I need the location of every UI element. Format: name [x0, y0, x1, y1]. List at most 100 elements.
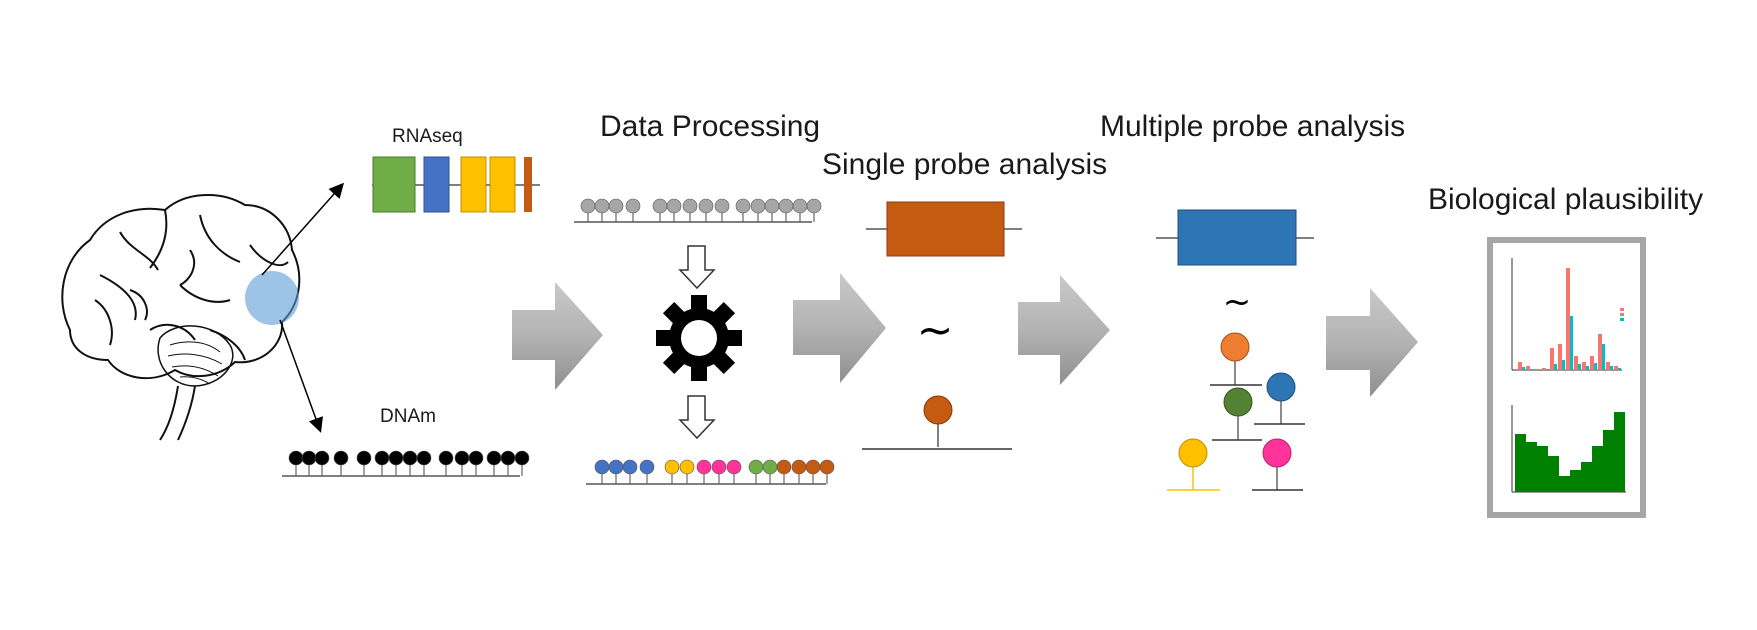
- tilde-icon: ~: [917, 305, 954, 356]
- colored-probe-track: [586, 459, 835, 485]
- mini-hist-bar: [1537, 446, 1548, 492]
- probe-head: [514, 450, 530, 466]
- probe-head: [762, 459, 778, 475]
- probe-head: [764, 198, 780, 214]
- mini-bar: [1558, 344, 1562, 370]
- arrow-right-icon: [1018, 275, 1110, 385]
- probe-head: [666, 198, 682, 214]
- mini-bar: [1590, 356, 1594, 370]
- probe-head: [402, 450, 418, 466]
- probe-head: [664, 459, 680, 475]
- mini-bar: [1598, 334, 1602, 370]
- mini-hist-bar: [1570, 470, 1581, 492]
- probe-head: [416, 450, 432, 466]
- probe-head: [594, 198, 610, 214]
- probe-head: [622, 459, 638, 475]
- arrow-right-icon: [1326, 288, 1418, 397]
- mini-bar: [1614, 366, 1618, 370]
- brain-to-dnam-arrow: [279, 319, 323, 433]
- probe-head: [580, 198, 596, 214]
- mini-hist-bar: [1614, 412, 1625, 492]
- probe-head: [748, 459, 764, 475]
- probe-head: [625, 198, 641, 214]
- mini-bar: [1586, 366, 1589, 370]
- probe-head: [374, 450, 390, 466]
- probe-head: [468, 450, 484, 466]
- mini-bar: [1522, 367, 1525, 370]
- mini-hist-bar: [1603, 430, 1614, 492]
- mini-bar: [1562, 360, 1565, 370]
- probe-head: [791, 459, 807, 475]
- arrow-down-icon: [678, 245, 716, 290]
- mini-bar: [1618, 368, 1621, 370]
- mini-bar: [1534, 369, 1538, 370]
- probe-cluster: [1167, 332, 1305, 491]
- mini-bar: [1550, 348, 1554, 370]
- brain-region-highlight: [245, 271, 299, 325]
- probe-head: [726, 459, 742, 475]
- probe-head: [750, 198, 766, 214]
- mini-bar: [1594, 363, 1597, 370]
- brain-icon: [61, 194, 301, 441]
- mini-hist-bar: [1581, 462, 1592, 492]
- arrow-right-icon: [512, 282, 603, 390]
- dnam-probe-track: [282, 450, 530, 477]
- probe-head: [778, 198, 794, 214]
- mini-bar: [1570, 316, 1573, 370]
- dnam-label: DNAm: [380, 406, 436, 427]
- mini-hist-bar: [1592, 446, 1603, 492]
- probe-head: [356, 450, 372, 466]
- probe-head: [696, 459, 712, 475]
- probe-head: [714, 198, 730, 214]
- probe-head: [639, 459, 655, 475]
- mini-bar: [1566, 268, 1570, 370]
- probe-head: [388, 450, 404, 466]
- probe-head: [806, 198, 822, 214]
- mini-bar: [1582, 362, 1586, 370]
- probe-head: [819, 459, 835, 475]
- mini-hist-bar: [1559, 476, 1570, 492]
- probe-head: [314, 450, 330, 466]
- arrow-down-icon: [678, 395, 716, 440]
- mini-hist-bar: [1526, 442, 1537, 492]
- probe-lollipop-icon: [862, 395, 1012, 450]
- data-processing-title: Data Processing: [600, 110, 821, 143]
- mini-bar: [1546, 369, 1549, 370]
- mini-bar: [1518, 362, 1522, 370]
- arrow-right-icon: [793, 273, 886, 383]
- gray-probe-track: [574, 198, 822, 223]
- probe-head: [608, 198, 624, 214]
- probe-head: [608, 459, 624, 475]
- probe-head: [776, 459, 792, 475]
- probe-head: [682, 198, 698, 214]
- multiple-probe-box: [1156, 209, 1314, 266]
- tilde-icon: ~: [1223, 282, 1252, 322]
- mini-bar: [1606, 362, 1610, 370]
- single-probe-title: Single probe analysis: [822, 148, 1108, 181]
- probe-head: [500, 450, 516, 466]
- mini-bar: [1530, 369, 1533, 370]
- mini-bar: [1554, 364, 1557, 370]
- probe-head: [735, 198, 751, 214]
- probe-head: [652, 198, 668, 214]
- probe-head: [679, 459, 695, 475]
- probe-head: [288, 450, 304, 466]
- probe-head: [438, 450, 454, 466]
- mini-bar: [1602, 344, 1605, 370]
- rnaseq-exon-track: [372, 156, 540, 213]
- biological-plausibility-title: Biological plausibility: [1428, 183, 1704, 216]
- mini-hist-bar: [1515, 434, 1526, 492]
- probe-head: [711, 459, 727, 475]
- mini-bar: [1578, 364, 1581, 370]
- probe-head: [805, 459, 821, 475]
- plausibility-figure: [1487, 237, 1646, 518]
- probe-head: [454, 450, 470, 466]
- probe-head: [698, 198, 714, 214]
- probe-head: [792, 198, 808, 214]
- mini-bar: [1610, 366, 1613, 370]
- rnaseq-label: RNAseq: [392, 126, 463, 147]
- mini-bar: [1526, 366, 1530, 370]
- brain-to-rnaseq-arrow: [261, 182, 344, 276]
- single-probe-box: [866, 201, 1022, 257]
